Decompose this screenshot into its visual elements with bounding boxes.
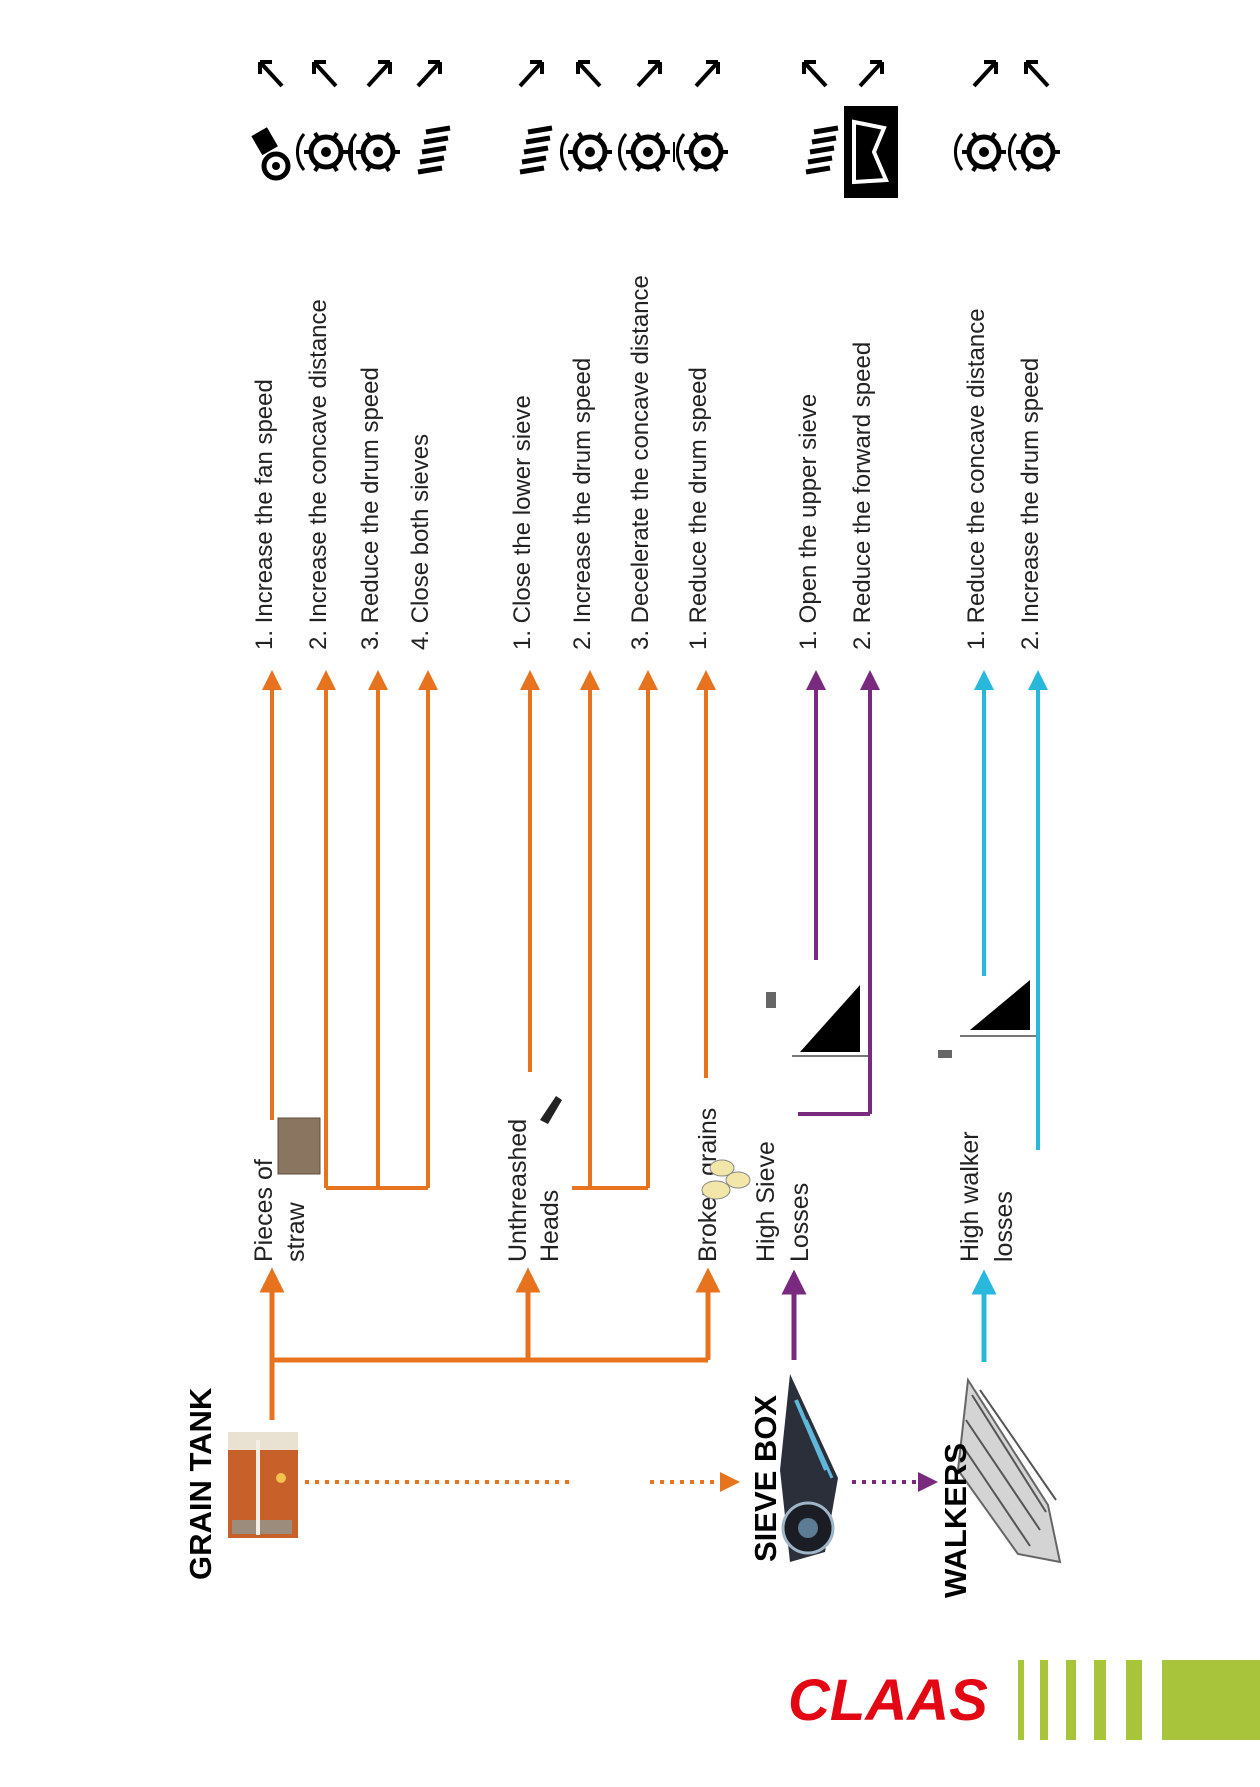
walkers-image xyxy=(956,1377,1062,1564)
grain-head-icon xyxy=(540,1096,562,1124)
heads-connectors xyxy=(520,670,658,1190)
step-5: 1. Close the lower sieve xyxy=(509,395,536,650)
arrow-up-left-icon xyxy=(576,60,602,88)
sieve-box-label: SIEVE BOX xyxy=(748,1395,783,1562)
concave-icon xyxy=(618,131,675,173)
arrow-up-left-icon xyxy=(312,60,338,88)
concave-icon xyxy=(954,131,1011,173)
drum-icon xyxy=(560,131,612,173)
concave-icon xyxy=(296,131,353,173)
walker-connectors xyxy=(974,670,1048,1150)
arrow-up-right-icon xyxy=(858,60,884,88)
sieve-icon xyxy=(417,125,451,175)
arrow-up-left-icon xyxy=(258,60,284,88)
sieve-box-image xyxy=(780,1374,838,1562)
straw-label-1: Pieces of xyxy=(250,1159,278,1262)
step-9: 1. Open the upper sieve xyxy=(795,394,822,650)
grain-tank-image xyxy=(228,1432,298,1538)
step-6: 2. Increase the drum speed xyxy=(569,358,596,650)
arrow-up-right-icon xyxy=(416,60,442,88)
arrow-up-right-icon xyxy=(972,60,998,88)
broken-grain-icon xyxy=(701,1159,751,1200)
walker-losses-label-1: High walker xyxy=(956,1131,984,1262)
sieve-connectors xyxy=(798,670,880,1116)
drum-icon xyxy=(348,131,400,173)
straw-label-2: straw xyxy=(282,1201,310,1262)
sieve-icon xyxy=(805,125,839,175)
arrow-up-right-icon xyxy=(518,60,544,88)
grain-tank-label: GRAIN TANK xyxy=(183,1387,218,1580)
heads-label-1: Unthreashed xyxy=(504,1119,532,1262)
walker-losses-label-2: losses xyxy=(990,1191,1018,1262)
heads-label-2: Heads xyxy=(536,1190,564,1262)
drum-icon xyxy=(1008,131,1060,173)
grain-tank-branches xyxy=(259,1267,721,1420)
step-8: 1. Reduce the drum speed xyxy=(685,367,712,650)
step-3: 3. Reduce the drum speed xyxy=(357,367,384,650)
arrow-up-left-icon xyxy=(802,60,828,88)
sieve-losses-label-2: Losses xyxy=(786,1183,814,1262)
arrow-up-right-icon xyxy=(366,60,392,88)
steps-list: 1. Increase the fan speed 2. Increase the… xyxy=(251,275,1044,650)
walkers-label: WALKERS xyxy=(938,1443,973,1598)
arrow-up-left-icon xyxy=(1024,60,1050,88)
straw-photo xyxy=(277,1117,321,1175)
straw-connectors xyxy=(262,670,438,1190)
drum-icon xyxy=(676,131,728,173)
speed-field-icon xyxy=(844,106,898,198)
arrow-up-right-icon xyxy=(694,60,720,88)
step-11: 1. Reduce the concave distance xyxy=(963,308,990,650)
step-1: 1. Increase the fan speed xyxy=(251,379,278,650)
step-12: 2. Increase the drum speed xyxy=(1017,358,1044,650)
step-10: 2. Reduce the forward speed xyxy=(849,342,876,650)
step-7: 3. Decelerate the concave distance xyxy=(627,275,654,650)
walker-diagram-icon xyxy=(938,980,1040,1058)
settings-icons xyxy=(251,60,1060,198)
fan-icon xyxy=(251,127,291,181)
step-4: 4. Close both sieves xyxy=(407,434,434,650)
arrow-up-right-icon xyxy=(636,60,662,88)
sieve-diagram-icon xyxy=(766,985,870,1057)
sieve-icon xyxy=(519,125,553,175)
brand-stripes xyxy=(1018,1660,1260,1740)
claas-logo: CLAAS xyxy=(788,1668,988,1733)
sieve-losses-label-1: High Sieve xyxy=(752,1141,780,1262)
step-2: 2. Increase the concave distance xyxy=(305,299,332,650)
